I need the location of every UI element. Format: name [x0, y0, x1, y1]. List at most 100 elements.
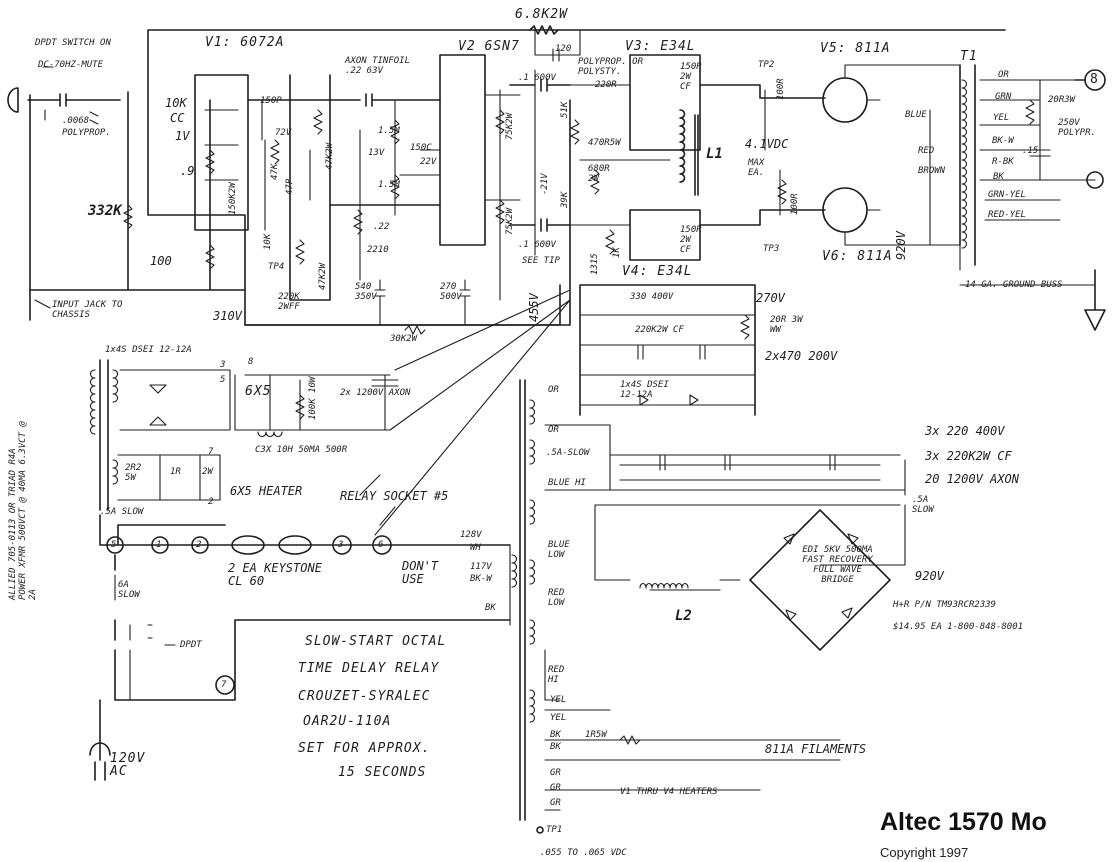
label-rbk: R-BK: [992, 157, 1014, 167]
label-tp3: TP3: [763, 244, 780, 254]
relay-desc-2: TIME DELAY RELAY: [298, 661, 440, 676]
label-input-cap: .0068: [62, 116, 90, 126]
label-dont-use: DON'T USE: [402, 559, 439, 586]
label-150k2w: 150K2W: [228, 182, 238, 215]
label-811a-filaments: 811A FILAMENTS: [765, 742, 867, 756]
label-920v-top: 920V: [894, 231, 908, 260]
label-hr-price: $14.95 EA 1-800-848-8001: [893, 622, 1024, 632]
label-310v: 310V: [213, 309, 242, 323]
label-hv-gr: GR: [550, 768, 561, 778]
label-1-5m-b: 1.5M: [378, 180, 400, 190]
relay-desc-3: CROUZET-SYRALEC: [298, 689, 431, 704]
label-470r: 470R5W: [588, 138, 621, 148]
label-250v: 250V POLYPR.: [1058, 118, 1096, 138]
label-1315: 1315: [590, 253, 600, 275]
label-20-1200v: 20 1200V AXON: [925, 472, 1019, 486]
label-v6: V6: 811A: [822, 249, 893, 264]
label-l2: L2: [675, 608, 692, 624]
label-100: 100: [150, 254, 172, 268]
label-v1: V1: 6072A: [205, 35, 285, 50]
label-power-xfmr: ALLIED 705-0113 OR TRIAD R4A POWER XFMR …: [8, 421, 38, 600]
label-wh: WH: [470, 543, 481, 553]
label-v4: V4: E34L: [622, 264, 693, 279]
label-fuse-5a: .5A SLOW: [100, 507, 144, 517]
label-47p: 47P: [285, 178, 295, 195]
label-or: OR: [998, 70, 1009, 80]
label-c1-600-b: .1 600V: [518, 240, 556, 250]
label-bk: BK: [993, 172, 1004, 182]
label-270v: 270V: [756, 291, 785, 305]
label-100r-b: 100R: [790, 193, 800, 215]
label-bridge: EDI 5KV 500MA FAST RECOVERY FULL WAVE BR…: [802, 545, 873, 585]
label-150r-b: 150R 2W CF: [680, 225, 702, 255]
label-540: 540 350V: [355, 282, 377, 302]
label-top-resistor: 6.8K2W: [515, 7, 568, 22]
label-9: .9: [180, 164, 195, 178]
label-220r: 220R: [595, 80, 617, 90]
label-3x220: 3x 220 400V: [925, 424, 1005, 438]
label-100k: 100K 10W: [308, 376, 318, 420]
label-choke: C3X 10H 50MA 500R: [255, 445, 348, 455]
label-dpdt: DPDT: [180, 640, 202, 650]
label-hv-gr-3: GR: [550, 798, 561, 808]
label-bk-w: BK-W: [470, 574, 492, 584]
label-51k: 51K: [560, 101, 570, 118]
label-max: MAX EA.: [748, 158, 765, 178]
label-120v-ac: 120V AC: [110, 751, 146, 779]
label-pin-2: 2: [208, 497, 214, 507]
label-22: .22: [373, 222, 390, 232]
label-grnyel: GRN-YEL: [988, 190, 1026, 200]
label-20r3w: 20R3W: [1048, 95, 1076, 105]
label-polyprop: POLYPROP. OR POLYSTY.: [578, 57, 644, 77]
label-v3: V3: E34L: [625, 39, 696, 54]
label-270: 270 500V: [440, 282, 462, 302]
page-title: Altec 1570 Mo: [880, 808, 1047, 836]
label-2210: 2210: [367, 245, 389, 255]
label-6x5-heater: 6X5 HEATER: [230, 484, 303, 498]
label-v5: V5: 811A: [820, 41, 891, 56]
label-47k: 47K: [270, 163, 280, 180]
label-2x470: 2x470 200V: [765, 349, 838, 363]
label-v1-heaters: V1 THRU V4 HEATERS: [620, 787, 718, 797]
label-diodes-lo: 1x4S DSEI 12-12A: [105, 345, 192, 355]
label-hv-yel-2: YEL: [550, 713, 567, 723]
label-keystone: 2 EA KEYSTONE CL 60: [228, 561, 322, 588]
label-6a-slow: 6A SLOW: [118, 580, 140, 600]
label-13v: 13V: [368, 148, 385, 158]
label-39k: 39K: [560, 191, 570, 208]
copyright: Copyright 1997: [880, 845, 969, 860]
label-input-jack: INPUT JACK TO CHASSIS: [52, 300, 123, 320]
label-see-tip: SEE TIP: [522, 256, 560, 266]
label-220k: 220K 2WFF: [278, 292, 300, 312]
relay-pin-5: 5: [111, 540, 117, 550]
label-blue-low: BLUE LOW: [548, 540, 570, 560]
label-input-switch: DPDT SWITCH ON: [35, 38, 111, 48]
label-680r: 680R 2W: [588, 164, 610, 184]
label-1r: 1R: [170, 467, 181, 477]
label-yel: YEL: [993, 113, 1010, 123]
label-hv-or: OR: [548, 385, 559, 395]
label-c1-600: .1 600V: [518, 73, 556, 83]
label-hv-yel: YEL: [550, 695, 567, 705]
label-75k2w: 75K2W: [505, 112, 515, 140]
label-v2: V2 6SN7: [458, 39, 520, 54]
label-mute: DC-70HZ-MUTE: [38, 60, 104, 70]
label-75k2w-b: 75K2W: [505, 207, 515, 235]
label-hv-fuse: .5A SLOW: [912, 495, 934, 515]
label-tp1-voltage: .055 TO .065 VDC: [540, 848, 627, 858]
label-47k2w-b: 47K2W: [318, 262, 328, 290]
label-red-hi: RED HI: [548, 665, 565, 685]
label-red: RED: [918, 146, 935, 156]
label-blue: BLUE: [905, 110, 927, 120]
label-128v: 128V: [460, 530, 482, 540]
label-l1: L1: [706, 146, 723, 162]
label-1v: 1V: [175, 129, 190, 143]
label-4-1vdc: 4.1VDC: [745, 137, 789, 151]
label-tp1: TP1: [546, 825, 563, 835]
label-100r: 100R: [776, 78, 786, 100]
label-hv-bk-2: BK: [550, 742, 561, 752]
relay-pin-1: 1: [156, 540, 162, 550]
label-2w: 2W: [202, 467, 213, 477]
relay-pin-2: 2: [196, 540, 202, 550]
